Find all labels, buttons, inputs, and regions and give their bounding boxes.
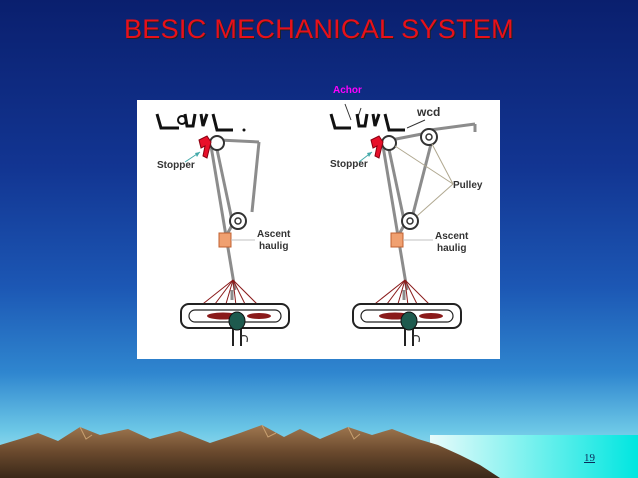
slide-title: BESIC MECHANICAL SYSTEM	[124, 14, 514, 44]
mountain-scenery	[0, 425, 638, 478]
right-wcd-label: wcd	[416, 105, 440, 119]
left-anchor-rig	[155, 113, 233, 132]
mechanical-system-diagram: Stopper Ascent haulig	[137, 100, 500, 359]
right-ascent-label-1: Ascent	[435, 231, 469, 242]
right-panel: wcd	[329, 103, 483, 346]
right-rope	[380, 122, 477, 300]
left-stopper-label: Stopper	[157, 160, 195, 171]
right-lower-pulley	[401, 212, 419, 230]
left-ascent-label-1: Ascent	[257, 229, 291, 240]
right-worker	[400, 311, 418, 331]
left-ascent-device	[218, 232, 232, 248]
pulley-pointers	[394, 143, 454, 217]
right-ascent-label-2: haulig	[437, 243, 466, 254]
right-wcd-pulley	[420, 128, 438, 146]
left-ascent-label-2: haulig	[259, 241, 288, 252]
left-stopper	[198, 135, 212, 159]
page-number: 19	[584, 452, 595, 464]
left-top-pulley	[209, 135, 225, 151]
anchor-label: Achor	[333, 85, 362, 96]
right-pulley-label: Pulley	[453, 180, 483, 191]
right-anchor-rig	[329, 113, 405, 132]
left-panel: Stopper Ascent haulig	[155, 113, 291, 346]
right-stopper	[370, 135, 384, 159]
right-top-pulley	[381, 135, 397, 151]
left-pulley	[229, 212, 247, 230]
right-ascent-device	[390, 232, 404, 248]
left-worker	[228, 311, 246, 331]
right-stopper-label: Stopper	[330, 159, 368, 170]
